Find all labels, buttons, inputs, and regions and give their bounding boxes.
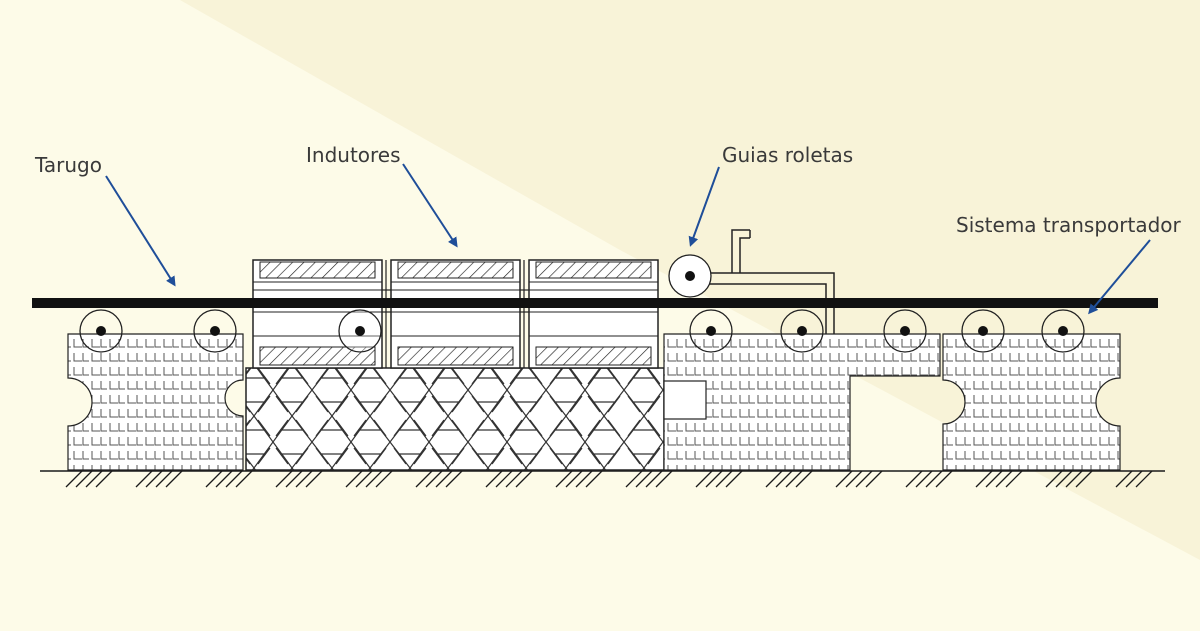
inductor-coil-3 [528,259,659,369]
roller [79,309,123,353]
pointer-arrows [105,163,1151,315]
ground [40,470,1165,488]
conveyor-block-middle [663,333,941,471]
label-roller-guides: Guias roletas [722,143,853,167]
arrow-conveyor [1088,239,1151,315]
roller [338,309,382,353]
inductor-connectors [382,260,529,368]
roller [780,309,824,353]
furnace-base [245,367,665,471]
label-conveyor-system: Sistema transportador [956,213,1182,237]
label-billet: Tarugo [34,153,102,177]
inductor-coil-1 [252,259,383,369]
billet-bar [32,298,1158,308]
inductor-coil-2 [390,259,521,369]
arrow-roller-guides [688,166,720,247]
conveyor-block-right [942,333,1121,471]
arrow-inductors [402,163,458,248]
label-inductors: Indutores [306,143,401,167]
roller [193,309,237,353]
conveyor-block-left [67,333,244,471]
roller-guide-arm [690,229,835,334]
roller [883,309,927,353]
roller [961,309,1005,353]
arrow-billet [105,175,176,287]
background-band [0,0,1200,560]
support-rollers [79,309,1085,353]
guide-roller-top [668,254,712,298]
roller [1041,309,1085,353]
roller [689,309,733,353]
